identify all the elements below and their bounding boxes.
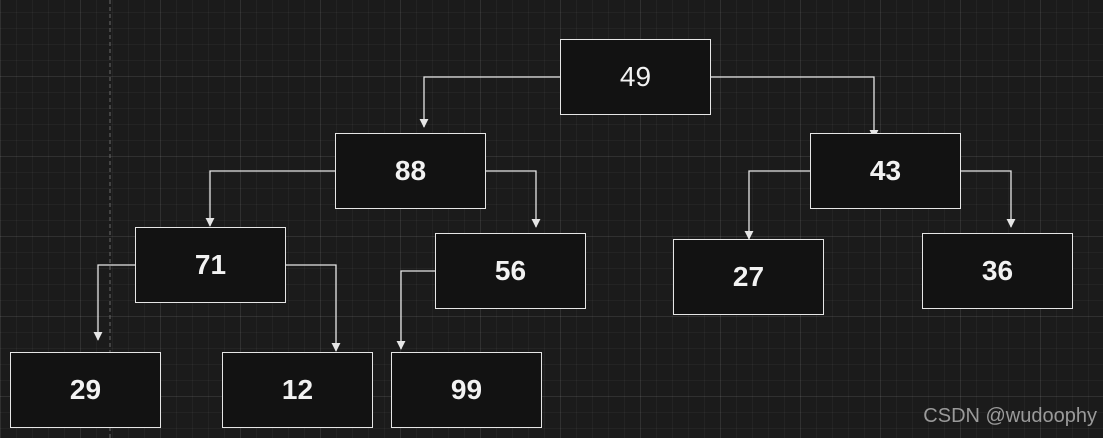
watermark: CSDN @wudoophy [923, 405, 1097, 427]
edge-71-12 [285, 264, 341, 352]
node-56[interactable]: 56 [435, 233, 586, 309]
node-12[interactable]: 12 [222, 352, 373, 428]
node-43[interactable]: 43 [810, 133, 961, 209]
edge-43-36 [960, 170, 1016, 228]
node-49[interactable]: 49 [560, 39, 711, 115]
edge-71-29 [93, 264, 135, 341]
node-27[interactable]: 27 [673, 239, 824, 315]
edge-49-88 [419, 76, 560, 128]
edge-88-71 [205, 170, 335, 227]
node-36[interactable]: 36 [922, 233, 1073, 309]
edge-49-43 [710, 76, 879, 139]
edge-88-56 [485, 170, 541, 228]
node-29[interactable]: 29 [10, 352, 161, 428]
node-88[interactable]: 88 [335, 133, 486, 209]
edge-43-27 [744, 170, 810, 240]
edge-56-99 [396, 270, 435, 350]
node-71[interactable]: 71 [135, 227, 286, 303]
node-99[interactable]: 99 [391, 352, 542, 428]
